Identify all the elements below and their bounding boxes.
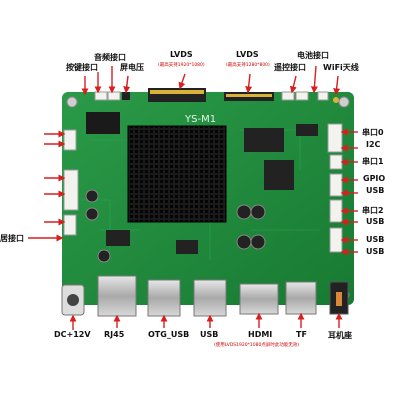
right-connectors: [327, 123, 343, 253]
label-audio-port: 音频接口: [94, 53, 126, 62]
label-otg-usb: OTG_USB: [148, 330, 190, 339]
label-lvds-1: LVDS: [170, 50, 193, 59]
board-silkscreen: YS-M1: [185, 114, 217, 125]
label-usb-4: USB: [366, 247, 385, 256]
label-lvds-1-note: (最高支持1920*1080): [158, 63, 205, 68]
left-connectors: [63, 129, 79, 236]
label-serial2: 串口2: [362, 206, 384, 215]
label-remote-port: 遥控接口: [274, 63, 306, 72]
label-left-port: 居接口: [0, 234, 24, 243]
label-tf: TF: [296, 330, 307, 339]
label-serial0: 串口0: [362, 128, 384, 137]
label-lvds-2: LVDS: [236, 50, 259, 59]
label-usb-bottom: USB: [200, 330, 219, 339]
label-earphone: 耳机座: [328, 331, 352, 340]
label-lvds-2-note: (最高支持1280*800): [226, 63, 270, 68]
label-gpio: GPIO: [363, 174, 386, 183]
label-usb-3: USB: [366, 235, 385, 244]
bottom-connectors: [61, 275, 349, 317]
label-battery-port: 电池接口: [297, 51, 329, 60]
label-key-port: 按键接口: [66, 63, 98, 72]
callout-arrows: [28, 65, 358, 330]
top-connectors: [94, 88, 339, 103]
label-hdmi: HDMI: [248, 330, 273, 339]
label-wifi-antenna: WiFi天线: [323, 63, 359, 72]
label-dc-12v: DC+12V: [54, 330, 91, 339]
label-usb-2: USB: [366, 217, 385, 226]
chips: [86, 112, 318, 254]
label-serial1: 串口1: [362, 157, 384, 166]
label-screen-voltage: 屏电压: [120, 63, 144, 72]
label-usb-1: USB: [366, 186, 385, 195]
label-rj45: RJ45: [104, 330, 125, 339]
capacitors: [85, 189, 266, 263]
heatsink: [127, 125, 227, 223]
label-i2c: I2C: [366, 140, 381, 149]
label-hdmi-note: (使用LVDS1920*1080点屏时此功能无效): [214, 343, 300, 348]
